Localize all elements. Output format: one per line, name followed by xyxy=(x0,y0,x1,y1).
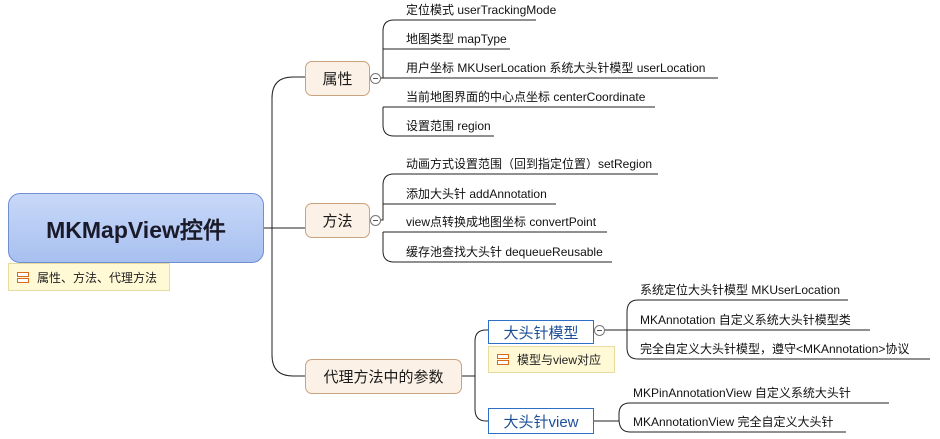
leaf-item[interactable]: 设置范围 region xyxy=(406,119,491,133)
leaf-item[interactable]: view点转换成地图坐标 convertPoint xyxy=(406,215,597,229)
branch-delegate-params[interactable]: 代理方法中的参数 xyxy=(305,359,462,394)
note-icon xyxy=(497,354,509,365)
note-icon xyxy=(17,271,29,283)
sub-note-text: 模型与view对应 xyxy=(517,353,602,367)
leaf-item[interactable]: 当前地图界面的中心点坐标 centerCoordinate xyxy=(406,90,646,104)
leaf-item[interactable]: MKPinAnnotationView 自定义系统大头针 xyxy=(633,386,851,400)
sub-annotation-model[interactable]: 大头针模型 xyxy=(488,320,594,344)
leaf-item[interactable]: 定位模式 userTrackingMode xyxy=(406,3,557,17)
leaf-item[interactable]: 用户坐标 MKUserLocation 系统大头针模型 userLocation xyxy=(406,61,706,75)
branch-methods[interactable]: 方法 xyxy=(305,203,370,238)
leaf-item[interactable]: MKAnnotation 自定义系统大头针模型类 xyxy=(640,313,851,327)
leaf-item[interactable]: MKAnnotationView 完全自定义大头针 xyxy=(633,415,834,429)
root-note: 属性、方法、代理方法 xyxy=(8,263,170,291)
leaf-item[interactable]: 系统定位大头针模型 MKUserLocation xyxy=(640,283,841,297)
leaf-item[interactable]: 添加大头针 addAnnotation xyxy=(406,187,547,201)
root-note-text: 属性、方法、代理方法 xyxy=(37,270,158,285)
root-topic[interactable]: MKMapView控件 xyxy=(8,193,264,263)
collapse-toggle-annotation-model[interactable] xyxy=(594,325,605,336)
leaf-item[interactable]: 地图类型 mapType xyxy=(406,32,507,46)
branch-properties[interactable]: 属性 xyxy=(305,61,370,96)
leaf-item[interactable]: 动画方式设置范围（回到指定位置）setRegion xyxy=(406,157,653,171)
leaf-item[interactable]: 缓存池查找大头针 dequeueReusable xyxy=(406,245,603,259)
leaf-item[interactable]: 完全自定义大头针模型，遵守<MKAnnotation>协议 xyxy=(640,342,910,356)
sub-note: 模型与view对应 xyxy=(488,346,615,373)
collapse-toggle-properties[interactable] xyxy=(370,73,381,84)
collapse-toggle-methods[interactable] xyxy=(370,215,381,226)
sub-annotation-view[interactable]: 大头针view xyxy=(488,408,594,434)
